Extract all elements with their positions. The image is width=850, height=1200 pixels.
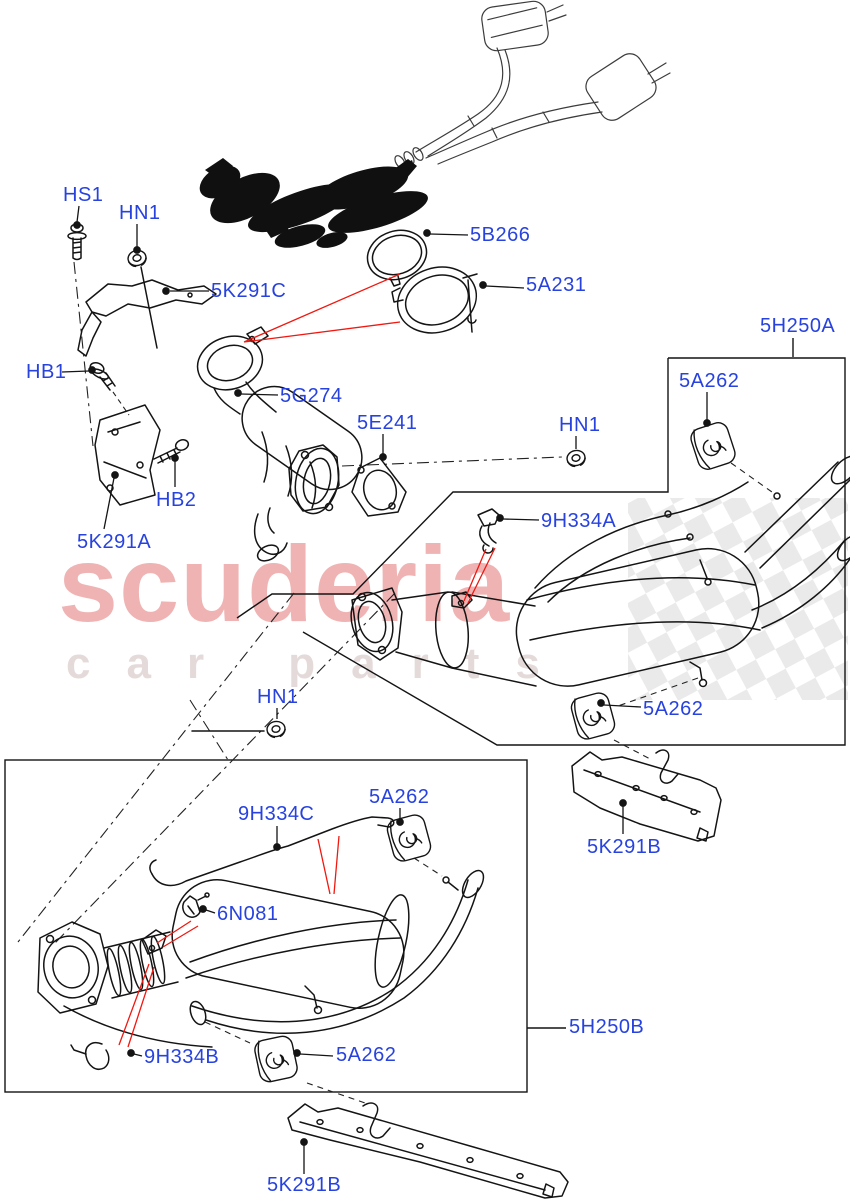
front-pipe-assembly-5H250B xyxy=(37,869,485,1048)
bracket-5K291A xyxy=(94,404,161,506)
gasket-5B266 xyxy=(366,229,428,287)
clip-6N081 xyxy=(182,892,210,918)
overview-thumbnail xyxy=(199,0,671,248)
hanger-rod-9H334C xyxy=(149,816,395,887)
downpipe-catalyst-5G274 xyxy=(196,326,363,562)
red-pointer-lines xyxy=(118,273,496,1048)
nut-HN1-mid xyxy=(564,448,588,469)
hanger-9H334A xyxy=(477,508,500,554)
overview-rear-silencers xyxy=(394,0,671,169)
watermark-tagline: car parts xyxy=(66,639,576,688)
mount-5A262-c xyxy=(384,812,434,864)
bracket-5K291B-right xyxy=(571,749,722,842)
hook-9H334B xyxy=(70,1042,110,1070)
overview-front-section xyxy=(199,158,428,248)
mount-5A262-b xyxy=(568,690,618,742)
phantom-lines xyxy=(17,261,773,1105)
watermark-brand: scuderia xyxy=(58,523,511,644)
watermark-checkered-flag xyxy=(628,498,848,700)
bolt-HB2 xyxy=(153,439,190,464)
mount-5A262-d xyxy=(252,1033,300,1085)
bolt-small-c xyxy=(442,876,459,891)
hanger-pin-a xyxy=(773,492,781,500)
stud-HS1 xyxy=(67,223,87,261)
section-box-a xyxy=(236,338,846,746)
leader-lines xyxy=(61,205,711,1174)
clamp-5A231 xyxy=(391,266,478,334)
bolt-HB1 xyxy=(89,361,116,391)
section-box-b xyxy=(4,759,566,1093)
bracket-5K291B-bottom xyxy=(287,1102,569,1199)
rear-silencer-assembly-5H250A xyxy=(350,455,850,688)
heat-shield-5K291C xyxy=(77,266,217,357)
gasket-5E241 xyxy=(351,457,407,517)
mount-5A262-a xyxy=(687,419,739,473)
